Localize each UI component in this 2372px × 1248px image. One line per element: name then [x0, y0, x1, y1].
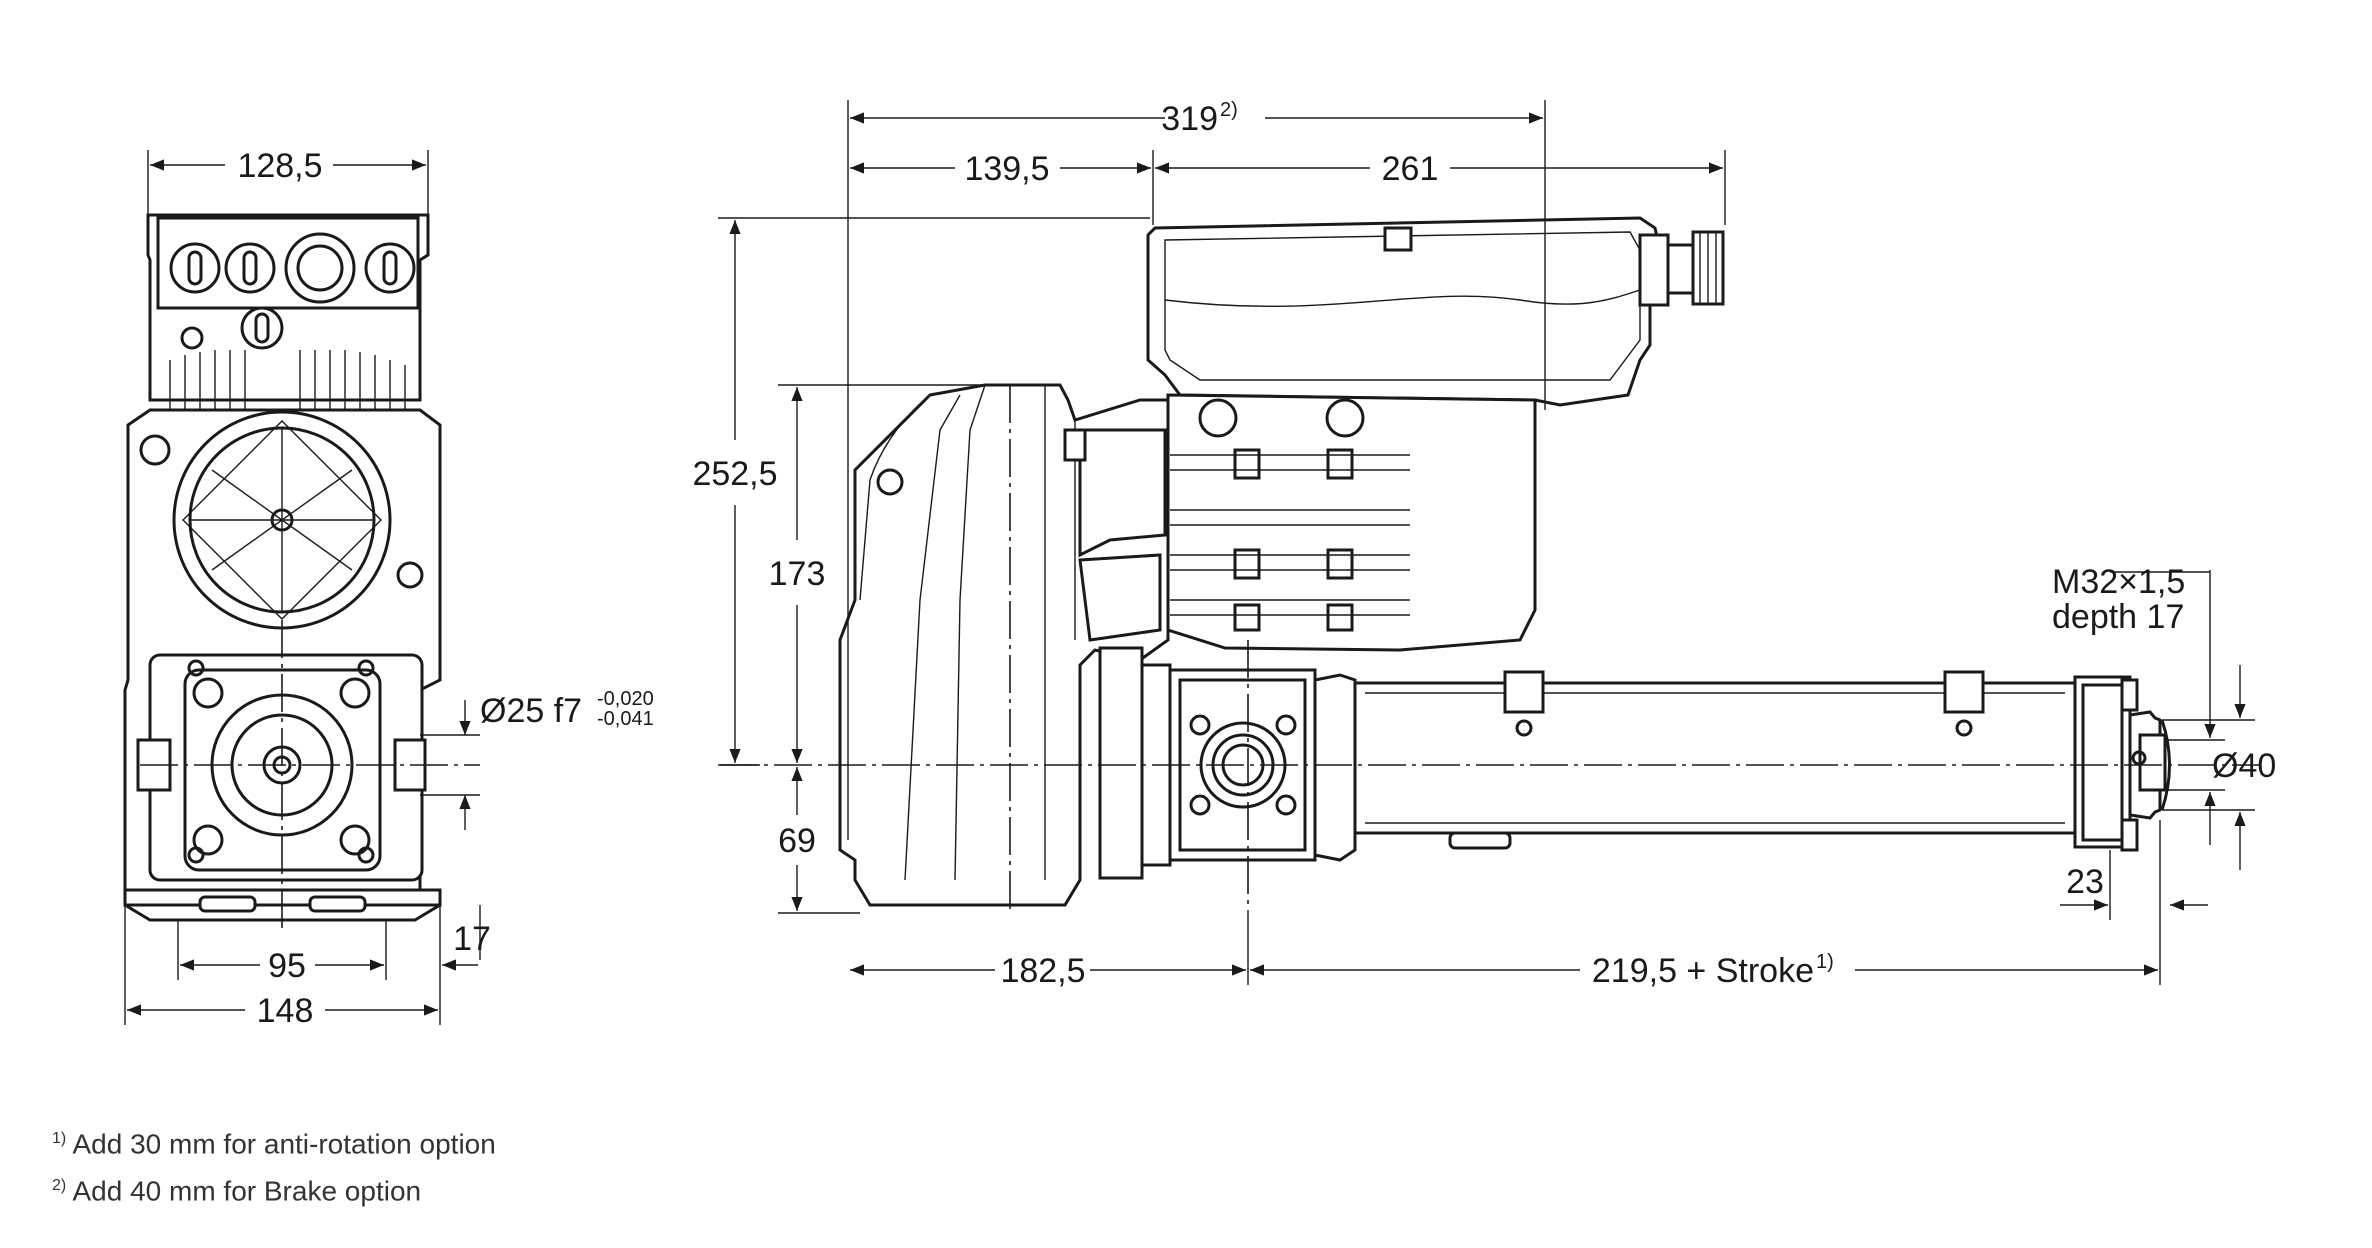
side-view: [720, 216, 2260, 910]
front-view: [123, 150, 481, 1025]
dim-thread-spec: M32×1,5: [2052, 563, 2185, 601]
dim-thread-depth: depth 17: [2052, 598, 2184, 636]
dim-left-to-terminal: 139,5: [964, 150, 1049, 188]
footnote-2: 2) Add 40 mm for Brake option: [52, 1175, 422, 1207]
dim-terminal-box-length: 261: [1382, 150, 1439, 188]
dim-front-hole-spacing: 95: [268, 947, 306, 985]
dim-rod-end-length: 23: [2066, 863, 2104, 901]
dim-gearbox-height: 173: [769, 555, 826, 593]
dim-stroke-length: 219,5 + Stroke: [1592, 952, 1814, 990]
dim-rod-diameter: Ø40: [2212, 747, 2276, 785]
dim-axis-height: 69: [778, 822, 816, 860]
dim-shaft-diameter: Ø25 f7: [480, 692, 582, 730]
dim-front-width-top: 128,5: [237, 147, 322, 185]
dimension-labels: 128,5 95 148 17 Ø25 f7 -0,020 -0,041 319…: [237, 99, 2276, 1030]
dim-to-mount-axis: 182,5: [1000, 952, 1085, 990]
dim-front-base-width: 148: [257, 992, 314, 1030]
dim-shaft-tol-upper: -0,020: [597, 688, 654, 710]
dim-overall-length-note: 2): [1220, 99, 1238, 121]
dim-overall-length: 319: [1161, 100, 1218, 138]
dimension-lines: [127, 100, 2255, 1016]
dim-stroke-length-note: 1): [1816, 951, 1834, 973]
dim-overall-height: 252,5: [692, 455, 777, 493]
dim-shaft-tol-lower: -0,041: [597, 708, 654, 730]
footnote-1: 1) Add 30 mm for anti-rotation option: [52, 1128, 496, 1160]
dim-front-side-offset: 17: [453, 920, 491, 958]
footnotes: 1) Add 30 mm for anti-rotation option 2)…: [52, 1118, 496, 1213]
